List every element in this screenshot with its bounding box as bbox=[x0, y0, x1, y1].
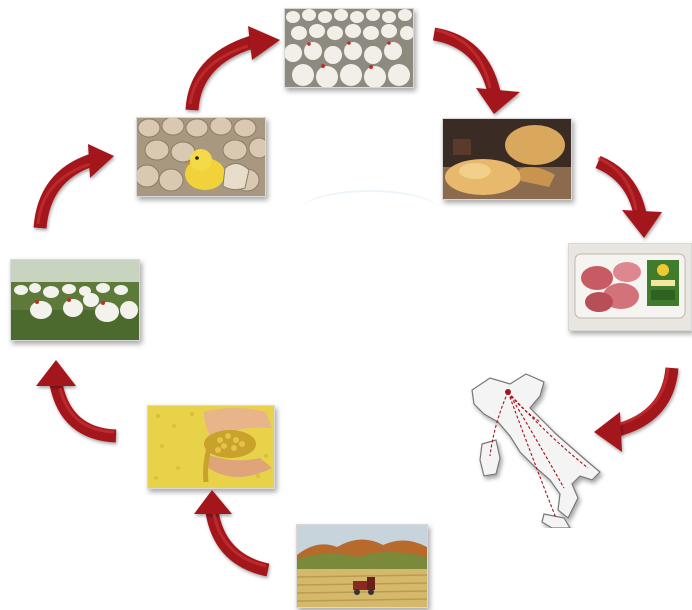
hens-farm-photo bbox=[10, 259, 140, 341]
arrow-crops-to-feed bbox=[205, 510, 270, 577]
arrowhead-5 bbox=[194, 490, 232, 514]
meat-tray-photo bbox=[568, 243, 692, 331]
italy-map bbox=[460, 368, 606, 529]
arrow-packaging-to-map bbox=[616, 367, 679, 437]
roast-chicken-photo bbox=[442, 118, 572, 200]
arrow-feed-to-hens bbox=[49, 382, 117, 443]
arrowhead-7 bbox=[88, 144, 114, 178]
harvest-field-photo bbox=[296, 524, 428, 608]
arrowhead-4 bbox=[594, 412, 622, 452]
corn-feed-photo bbox=[147, 405, 275, 489]
broiler-crowd-photo bbox=[284, 8, 414, 88]
arrowhead-6 bbox=[36, 360, 76, 386]
arrowhead-3 bbox=[622, 210, 662, 238]
arrowhead-1 bbox=[248, 26, 280, 60]
chick-eggs-photo bbox=[136, 117, 266, 197]
arrowhead-2 bbox=[476, 88, 520, 114]
arrow-processing-to-packaging bbox=[595, 155, 647, 216]
center-glow bbox=[300, 190, 440, 232]
